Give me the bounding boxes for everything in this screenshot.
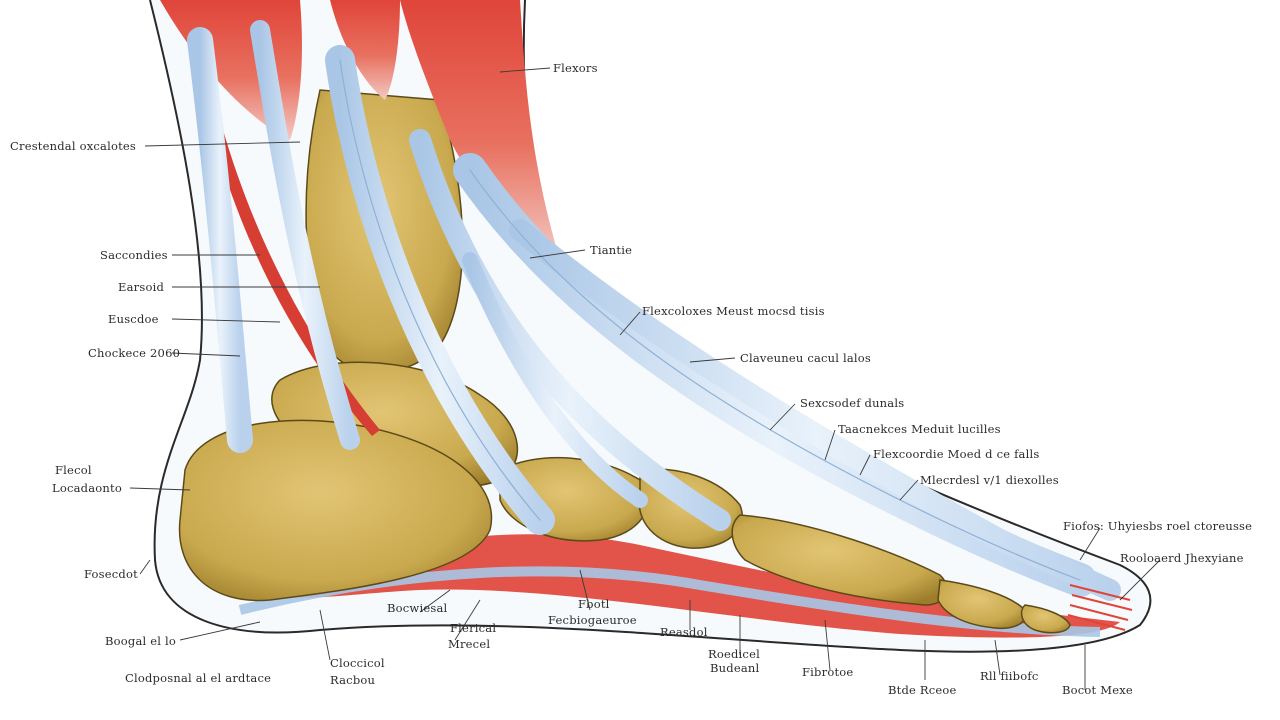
- label-bot-6: Flerical: [450, 621, 496, 635]
- label-heel-2: Locadaonto: [52, 481, 122, 495]
- label-left-5: Chockece 2060: [88, 346, 180, 360]
- label-bot-12: Racbou: [330, 673, 375, 687]
- metatarsal-bone: [731, 514, 948, 606]
- anterior-muscle: [400, 0, 560, 260]
- labels: Flexors Crestendal oxcalotes Tiantie Sac…: [10, 61, 1252, 697]
- label-bot-14: Clodposnal al el ardtace: [125, 671, 271, 685]
- label-right-4: Taacnekces Meduit lucilles: [838, 422, 1001, 436]
- label-bot-5: Fecbiogaeuroe: [548, 613, 637, 627]
- tendons: [187, 20, 1121, 601]
- label-bot-11: Cloccicol: [330, 656, 385, 670]
- tendon-edge-line-2: [339, 59, 541, 521]
- label-toe-2: Rooloaerd Jhexyiane: [1120, 551, 1244, 565]
- label-bot-17: Bocot Mexe: [1062, 683, 1133, 697]
- label-bot-15: Btde Rceoe: [888, 683, 957, 697]
- calcaneus-bone: [178, 419, 493, 602]
- label-bot-10: Budeanl: [710, 661, 759, 675]
- label-right-2: Claveuneu cacul lalos: [740, 351, 871, 365]
- label-bot-7: Mrecel: [448, 637, 490, 651]
- label-bot-3: Bocwiesal: [387, 601, 448, 615]
- tendon-strand-3: [409, 129, 731, 531]
- label-right-6: Mlecrdesl v/1 diexolles: [920, 473, 1059, 487]
- label-top-right: Flexors: [553, 61, 598, 75]
- label-bot-1: Fosecdot: [84, 567, 138, 581]
- label-bot-9: Roedicel: [708, 647, 760, 661]
- label-bot-13: Fibrotoe: [802, 665, 853, 679]
- label-left-2: Saccondies: [100, 248, 168, 262]
- toe-muscle-tips: [1067, 584, 1133, 631]
- label-toe-1: Fiofos: Uhyiesbs roel ctoreusse: [1063, 519, 1252, 533]
- label-right-3: Sexcsodef dunals: [800, 396, 904, 410]
- label-left-4: Euscdoe: [108, 312, 159, 326]
- label-bot-16: Rll fiibofc: [980, 669, 1038, 683]
- tendon-edge-line: [469, 169, 1081, 581]
- label-left-3: Earsoid: [118, 280, 164, 294]
- label-right-5: Flexcoordie Moed d ce falls: [873, 447, 1039, 461]
- label-bot-8: Reasdol: [660, 625, 708, 639]
- label-heel-1: Flecol: [55, 463, 92, 477]
- distal-phalanx-bone: [1020, 604, 1071, 634]
- label-left-1: Crestendal oxcalotes: [10, 139, 136, 153]
- label-mid-right: Tiantie: [590, 243, 632, 257]
- phalanx-bone: [937, 579, 1027, 630]
- tendon-strand-1: [250, 20, 360, 450]
- label-bot-2: Boogal el lo: [105, 634, 176, 648]
- leader-lines: [129, 67, 1161, 690]
- tendon-strand-6: [462, 252, 648, 508]
- label-right-1: Flexcoloxes Meust mocsd tisis: [642, 304, 825, 318]
- achilles-tendon: [187, 27, 253, 453]
- mid-muscle: [330, 0, 400, 100]
- tendon-strand-5: [509, 219, 1121, 601]
- label-bot-4: Fbotl: [578, 597, 610, 611]
